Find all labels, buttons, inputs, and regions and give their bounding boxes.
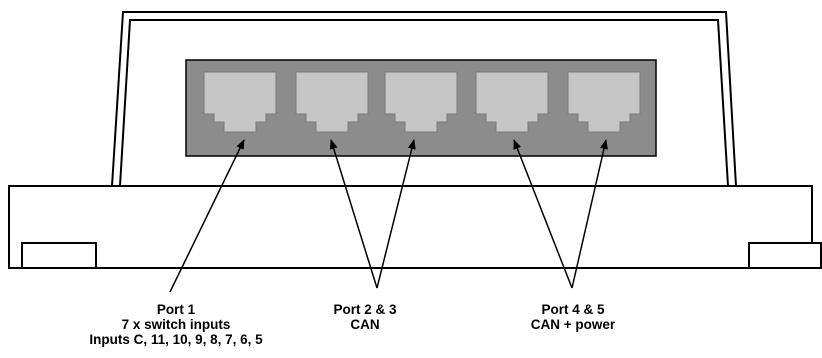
port-2-3-title: Port 2 & 3 <box>333 302 397 317</box>
arrow-port-4 <box>513 139 573 289</box>
arrow-port-2 <box>329 139 378 289</box>
port-1-label: Port 1 7 x switch inputs Inputs C, 11, 1… <box>0 302 352 347</box>
port-4-5-label: Port 4 & 5 CAN + power <box>478 302 668 332</box>
rj-jack-port-3 <box>384 71 458 133</box>
rj-jack-port-2 <box>295 71 369 133</box>
port-1-title: Port 1 <box>156 302 196 317</box>
rj-jack-port-5 <box>567 71 641 133</box>
housing-inner-outline <box>119 19 729 187</box>
port-4-5-description: CAN + power <box>530 317 616 332</box>
port-1-inputs: Inputs C, 11, 10, 9, 8, 7, 6, 5 <box>89 332 263 347</box>
rj-jack-port-1 <box>203 71 277 133</box>
arrow-port-3 <box>376 139 416 289</box>
port-2-3-description: CAN <box>350 317 380 332</box>
arrow-port-1 <box>169 139 245 293</box>
port-2-3-label: Port 2 & 3 CAN <box>290 302 440 332</box>
right-mounting-tab <box>748 242 822 269</box>
rj-jack-port-4 <box>475 71 549 133</box>
port-1-description: 7 x switch inputs <box>121 317 231 332</box>
arrow-port-5 <box>571 139 608 289</box>
base-chassis <box>8 185 813 269</box>
port-4-5-title: Port 4 & 5 <box>541 302 605 317</box>
housing-outer-outline <box>111 11 737 187</box>
left-mounting-tab <box>21 242 97 269</box>
